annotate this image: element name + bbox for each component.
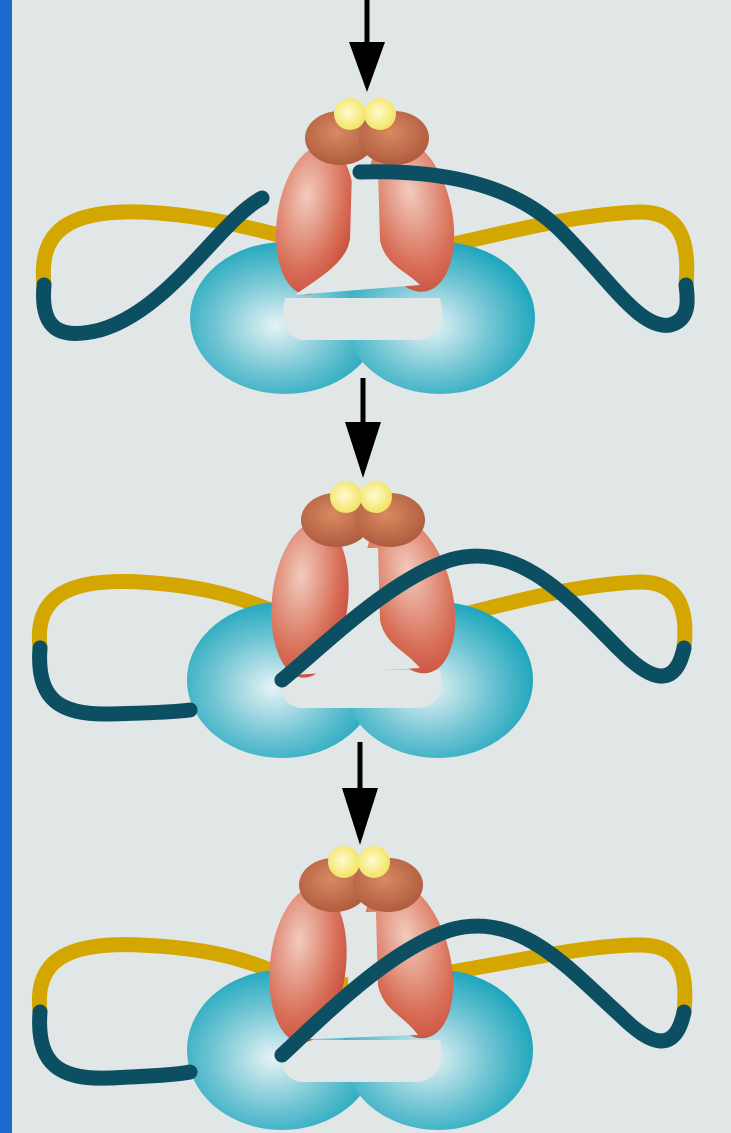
diagram-canvas — [0, 0, 731, 1133]
topoisomerase-diagram — [0, 0, 731, 1133]
